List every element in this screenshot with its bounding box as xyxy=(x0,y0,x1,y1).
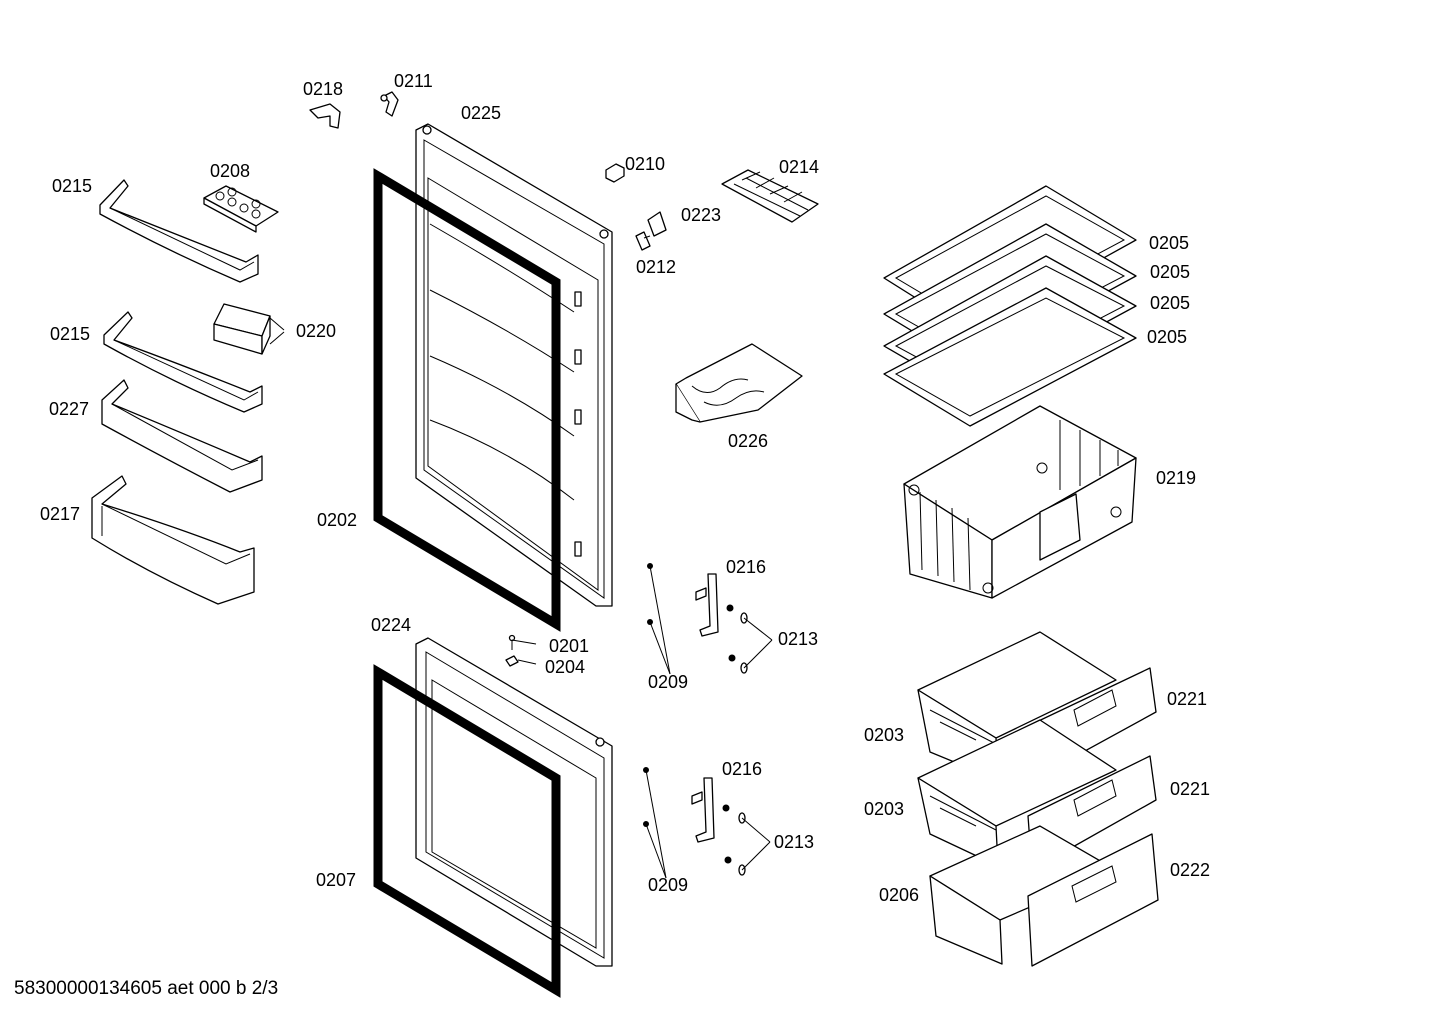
part-0219-crisper-bin[interactable] xyxy=(903,405,1137,599)
label-0213-upper: 0213 xyxy=(778,629,818,649)
label-0205-2: 0205 xyxy=(1150,262,1190,282)
part-0210-hinge-cap[interactable] xyxy=(605,163,625,183)
label-0224: 0224 xyxy=(371,615,411,635)
label-0222: 0222 xyxy=(1170,860,1210,880)
label-0216-upper: 0216 xyxy=(726,557,766,577)
part-0205-glass-shelf-4[interactable] xyxy=(883,287,1137,427)
part-0216-lower-handle[interactable] xyxy=(691,777,715,843)
label-0203-2: 0203 xyxy=(864,799,904,819)
part-0224-lower-door[interactable] xyxy=(415,637,613,967)
label-0209-upper: 0209 xyxy=(648,672,688,692)
part-labels: 0218 0211 0225 0215 0208 0210 0214 0223 … xyxy=(40,71,1210,905)
part-0216-upper-handle[interactable] xyxy=(695,573,719,637)
part-0203-drawer-2[interactable] xyxy=(917,719,1117,867)
part-0209-upper-screws[interactable] xyxy=(647,563,653,625)
label-0209-lower: 0209 xyxy=(648,875,688,895)
label-0227: 0227 xyxy=(49,399,89,419)
part-0206-drawer-3[interactable] xyxy=(929,825,1117,965)
label-0205-4: 0205 xyxy=(1147,327,1187,347)
label-0221-1: 0221 xyxy=(1167,689,1207,709)
part-0226-bottle-holder[interactable] xyxy=(675,343,803,423)
label-0214: 0214 xyxy=(779,157,819,177)
label-0223: 0223 xyxy=(681,205,721,225)
part-0201-screw[interactable] xyxy=(508,634,516,651)
label-0215-top: 0215 xyxy=(52,176,92,196)
label-0206: 0206 xyxy=(879,885,919,905)
label-0218: 0218 xyxy=(303,79,343,99)
part-0212-0223-brackets[interactable] xyxy=(635,211,667,251)
label-0208: 0208 xyxy=(210,161,250,181)
label-0221-2: 0221 xyxy=(1170,779,1210,799)
label-0204: 0204 xyxy=(545,657,585,677)
label-0205-1: 0205 xyxy=(1149,233,1189,253)
label-0201: 0201 xyxy=(549,636,589,656)
part-0213-lower-screws[interactable] xyxy=(722,804,746,876)
document-code: 58300000134605 aet 000 b 2/3 xyxy=(14,978,279,999)
part-0211-clip[interactable] xyxy=(380,91,399,117)
part-0208-egg-tray[interactable] xyxy=(203,185,279,233)
part-0215-top-shelf[interactable] xyxy=(99,179,259,283)
part-0218-clip[interactable] xyxy=(309,103,341,129)
part-0220-butter-box[interactable] xyxy=(213,303,271,355)
label-0219: 0219 xyxy=(1156,468,1196,488)
label-0220: 0220 xyxy=(296,321,336,341)
label-0202: 0202 xyxy=(317,510,357,530)
part-0227-bottle-shelf[interactable] xyxy=(101,379,263,493)
part-0214-ice-tray[interactable] xyxy=(721,169,819,223)
leader-lines xyxy=(269,235,773,879)
label-0217: 0217 xyxy=(40,504,80,524)
part-0222-drawer-front-3[interactable] xyxy=(1027,833,1159,967)
part-0209-lower-screws[interactable] xyxy=(643,767,649,827)
label-0215-middle: 0215 xyxy=(50,324,90,344)
label-0211: 0211 xyxy=(394,71,433,91)
label-0207: 0207 xyxy=(316,870,356,890)
label-0226: 0226 xyxy=(728,431,768,451)
part-0204-block[interactable] xyxy=(505,655,519,667)
label-0203-1: 0203 xyxy=(864,725,904,745)
part-0207-lower-gasket[interactable] xyxy=(373,664,561,998)
label-0213-lower: 0213 xyxy=(774,832,814,852)
label-0216-lower: 0216 xyxy=(722,759,762,779)
label-0212: 0212 xyxy=(636,257,676,277)
label-0210: 0210 xyxy=(625,154,665,174)
label-0225: 0225 xyxy=(461,103,501,123)
part-0215-middle-shelf[interactable] xyxy=(103,311,263,413)
part-0202-upper-gasket[interactable] xyxy=(373,168,561,632)
part-0217-large-shelf[interactable] xyxy=(91,475,255,605)
part-0225-upper-door[interactable] xyxy=(415,123,613,607)
label-0205-3: 0205 xyxy=(1150,293,1190,313)
part-0213-upper-screws[interactable] xyxy=(726,604,748,674)
